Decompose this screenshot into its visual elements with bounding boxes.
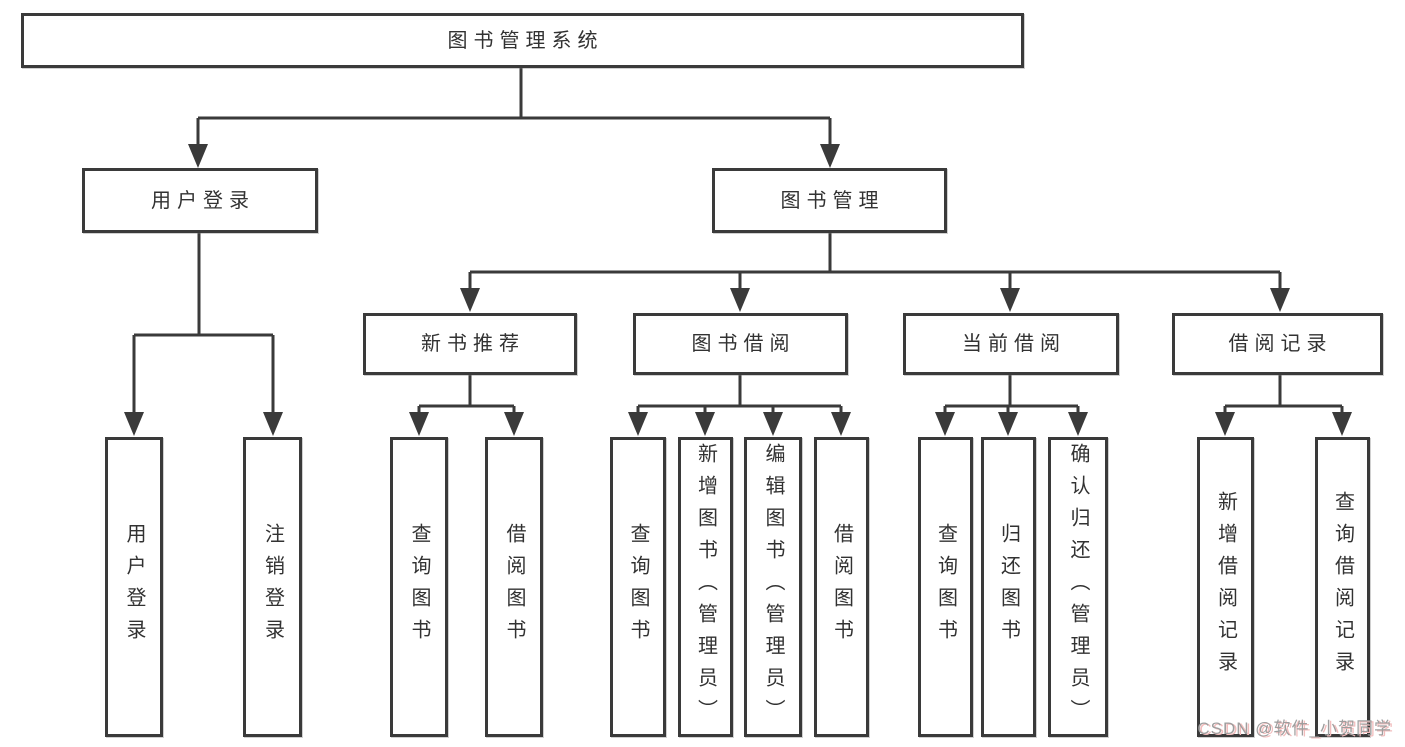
node-label: 图书管理 [780,189,885,212]
node-root-system: 图书管理系统 [21,13,1024,68]
leaf-confirm-return-admin: 确认归还（管理员） [1048,437,1108,737]
node-user-login-branch: 用户登录 [82,168,318,233]
leaf-query-books-current: 查询图书 [918,437,973,737]
node-label: 借阅记录 [1228,333,1333,355]
leaf-query-books-borrow: 查询图书 [610,437,666,737]
leaf-label: 用户登录 [123,523,145,651]
node-label: 当前借阅 [962,333,1066,355]
leaf-label: 新增图书（管理员） [694,443,717,731]
leaf-label: 查询图书 [934,523,957,651]
leaf-label: 借阅图书 [503,523,525,651]
leaf-add-books-admin: 新增图书（管理员） [678,437,733,737]
node-current-borrow: 当前借阅 [903,313,1119,375]
node-new-book-recommend: 新书推荐 [363,313,577,375]
leaf-borrow-books: 借阅图书 [814,437,869,737]
leaf-label: 新增借阅记录 [1214,491,1237,683]
leaf-add-borrow-record: 新增借阅记录 [1197,437,1254,737]
node-borrow-records: 借阅记录 [1172,313,1383,375]
leaf-query-books-recommend: 查询图书 [390,437,448,737]
leaf-label: 查询图书 [627,523,649,651]
leaf-logout: 注销登录 [243,437,302,737]
leaf-label: 注销登录 [261,523,284,651]
node-book-management-branch: 图书管理 [712,168,947,233]
node-label: 新书推荐 [421,333,525,355]
leaf-label: 查询图书 [408,523,430,651]
node-book-borrow: 图书借阅 [633,313,848,375]
leaf-label: 编辑图书（管理员） [762,443,784,731]
leaf-label: 查询借阅记录 [1331,491,1354,683]
node-label: 用户登录 [151,189,255,212]
arrowheads [124,144,1352,436]
leaf-user-login: 用户登录 [105,437,163,737]
leaf-label: 归还图书 [997,523,1020,651]
leaf-label: 确认归还（管理员） [1067,443,1089,731]
node-label: 图书借阅 [691,333,796,355]
node-root-label: 图书管理系统 [447,29,604,52]
csdn-watermark: CSDN @软件_小贺同学 [1197,719,1392,738]
leaf-edit-books-admin: 编辑图书（管理员） [744,437,802,737]
leaf-return-books: 归还图书 [981,437,1036,737]
leaf-label: 借阅图书 [830,523,853,651]
leaf-borrow-books-recommend: 借阅图书 [485,437,543,737]
leaf-query-borrow-record: 查询借阅记录 [1315,437,1370,737]
